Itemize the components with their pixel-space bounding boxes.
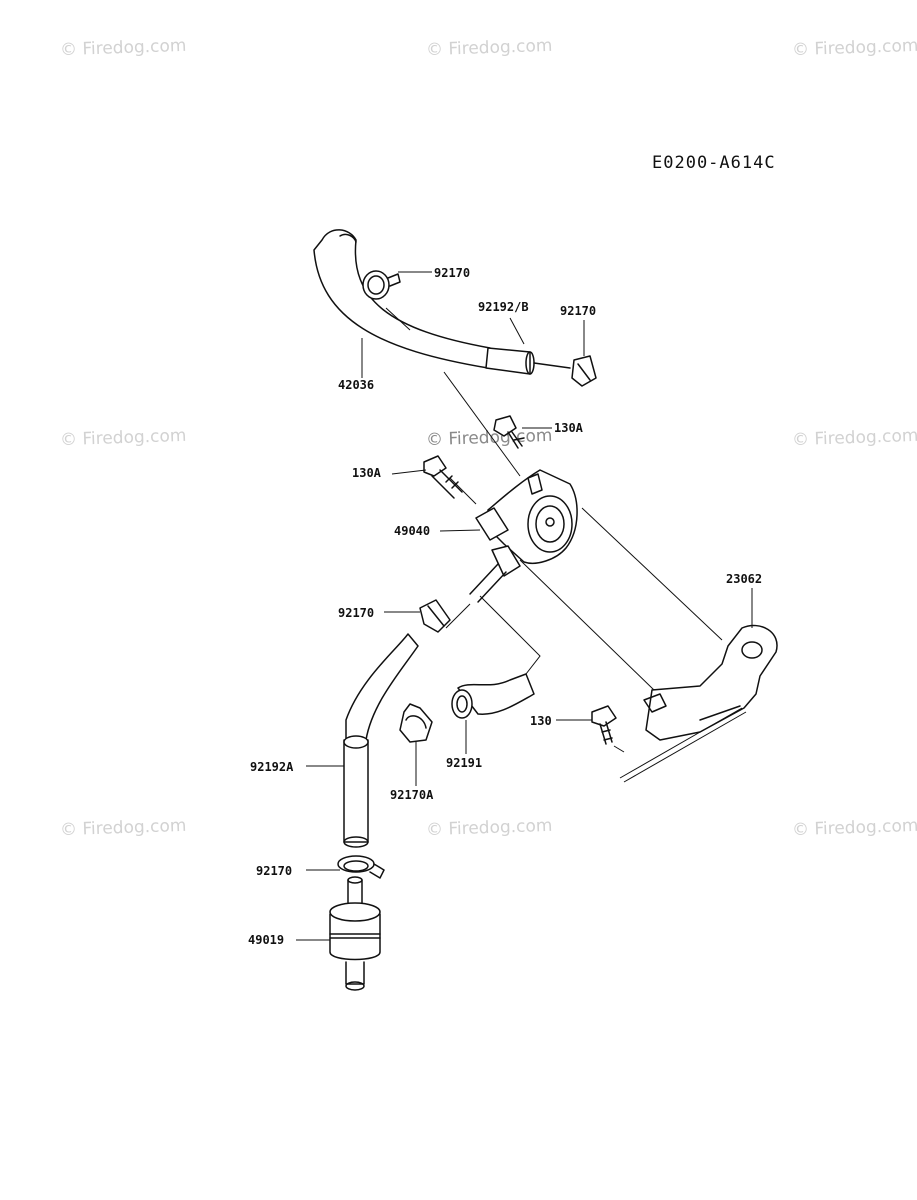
label-92170: 92170 (560, 304, 597, 318)
hose-92192A (343, 633, 419, 848)
hose-92192B (485, 347, 571, 375)
fuel-pump-49040 (475, 469, 578, 577)
label-130: 130 (530, 714, 552, 728)
label-23062: 23062 (726, 572, 763, 586)
hose-clamp-right (571, 355, 597, 387)
label-42036: 42036 (338, 378, 375, 392)
fuel-filter-49019 (329, 876, 381, 991)
bolt-130 (591, 705, 617, 745)
label-49019: 49019 (248, 933, 285, 947)
label-92170: 92170 (338, 606, 375, 620)
hose-clamp-mid (419, 599, 451, 633)
bolt-130A-left (423, 455, 463, 499)
bracket-23062 (643, 624, 778, 741)
hose-clamp-top (362, 270, 401, 300)
label-49040: 49040 (394, 524, 431, 538)
diagram-code: E0200-A614C (652, 153, 776, 173)
label-92170: 92170 (434, 266, 471, 280)
hose-clamp-low (337, 855, 385, 879)
label-92192A: 92192A (250, 760, 294, 774)
label-92170A: 92170A (390, 788, 434, 802)
hose-clamp-92170A (399, 703, 433, 743)
label-92192B: 92192/B (478, 300, 529, 314)
label-92170: 92170 (256, 864, 293, 878)
label-92191: 92191 (446, 756, 483, 770)
label-130A: 130A (352, 466, 381, 480)
label-130A: 130A (554, 421, 583, 435)
bolt-130A-right (493, 415, 525, 449)
fuel-hose-42036 (313, 229, 491, 369)
vent-hose-92191 (451, 673, 535, 719)
